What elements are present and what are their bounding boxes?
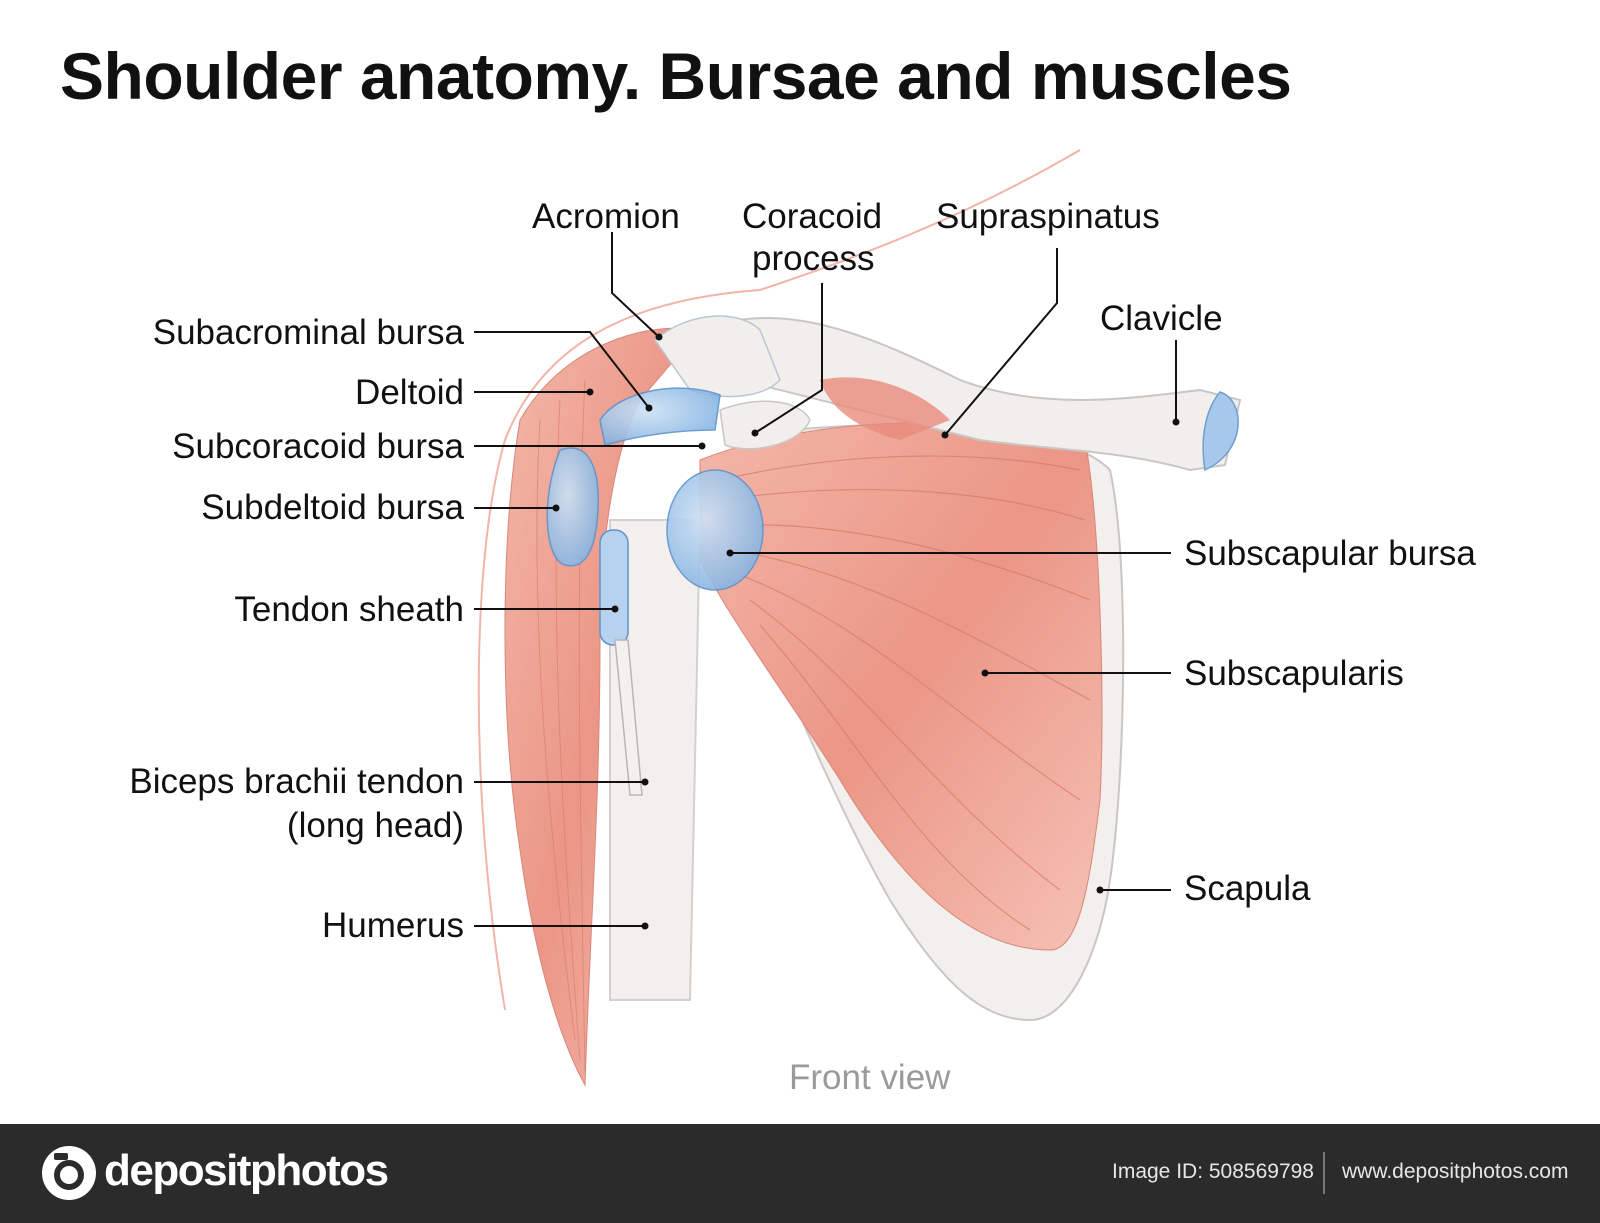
label-subscapularis: Subscapularis (1184, 654, 1404, 693)
site-url-link[interactable]: www.depositphotos.com (1342, 1160, 1569, 1183)
tendon-sheath-shape (599, 529, 629, 646)
skin-outline (477, 149, 1081, 1011)
shoulder-illustration (474, 149, 1242, 1087)
label-subcoracoid-bursa: Subcoracoid bursa (172, 427, 464, 466)
image-id-text: Image ID: 508569798 (1112, 1160, 1314, 1183)
diagram-title: Shoulder anatomy. Bursae and muscles (60, 39, 1292, 113)
subdeltoid-bursa-shape (546, 447, 599, 567)
label-subscapular-bursa: Subscapular bursa (1184, 534, 1476, 573)
subacromial-bursa-shape (599, 387, 721, 446)
label-subdeltoid-bursa: Subdeltoid bursa (201, 488, 464, 527)
label-biceps-line1: Biceps brachii tendon (129, 762, 464, 801)
footer-divider (1323, 1152, 1325, 1194)
label-clavicle: Clavicle (1100, 299, 1223, 338)
label-acromion: Acromion (532, 197, 680, 236)
camera-logo-icon (42, 1146, 96, 1200)
label-tendon-sheath: Tendon sheath (234, 590, 464, 629)
label-coracoid-line1: Coracoid (742, 197, 883, 236)
subscapular-bursa-shape (666, 469, 764, 591)
footer-bar: depositphotos Image ID: 508569798 www.de… (0, 1124, 1600, 1223)
view-caption: Front view (789, 1058, 951, 1097)
label-supraspinatus: Supraspinatus (936, 197, 1160, 236)
label-biceps-line2: (long head) (286, 806, 464, 845)
label-scapula: Scapula (1184, 869, 1311, 908)
label-coracoid-line2: process (752, 239, 875, 278)
label-deltoid: Deltoid (355, 373, 464, 412)
label-subacromial-bursa: Subacrominal bursa (152, 313, 464, 352)
label-humerus: Humerus (322, 906, 464, 945)
brand-logo-text[interactable]: depositphotos (104, 1146, 389, 1195)
biceps-tendon-shape (614, 639, 643, 796)
supraspinatus-muscle (820, 377, 950, 440)
clavicle-cartilage (1202, 391, 1239, 472)
